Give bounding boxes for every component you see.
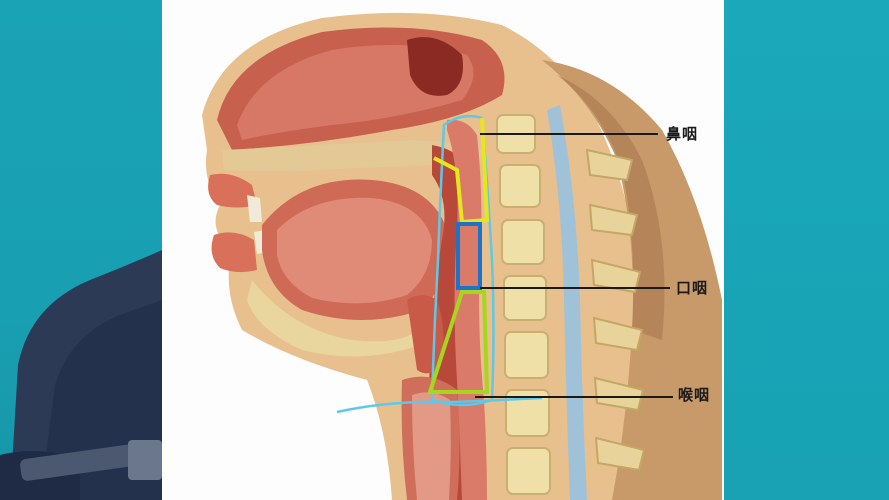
presenter-silhouette bbox=[0, 250, 162, 500]
laryngopharynx-leader-line bbox=[475, 396, 673, 398]
slide bbox=[162, 0, 724, 500]
head-neck-sagittal-section-image bbox=[202, 12, 722, 500]
nasopharynx-leader-line bbox=[480, 133, 658, 135]
label-nasopharynx: 鼻咽 bbox=[666, 125, 699, 143]
label-laryngopharynx: 喉咽 bbox=[678, 386, 711, 404]
label-oropharynx: 口咽 bbox=[676, 279, 709, 297]
oropharynx-leader-line bbox=[480, 287, 670, 289]
video-background-right bbox=[724, 0, 889, 500]
